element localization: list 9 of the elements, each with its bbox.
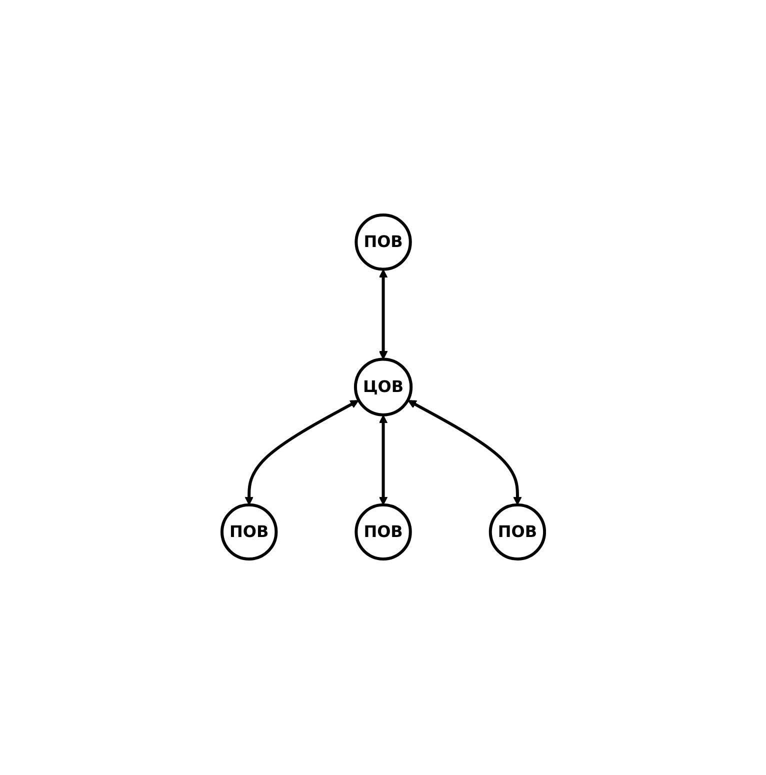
arrow — [378, 270, 388, 360]
node-circle: ПОВ — [354, 504, 412, 561]
arrow — [407, 400, 522, 506]
arrow — [378, 415, 388, 506]
node-circle: ПОВ — [488, 504, 546, 561]
node-circle: ПОВ — [220, 504, 278, 561]
node-circle: ЦОВ — [354, 358, 412, 417]
arrow — [244, 400, 359, 506]
node-circle: ПОВ — [354, 214, 412, 272]
